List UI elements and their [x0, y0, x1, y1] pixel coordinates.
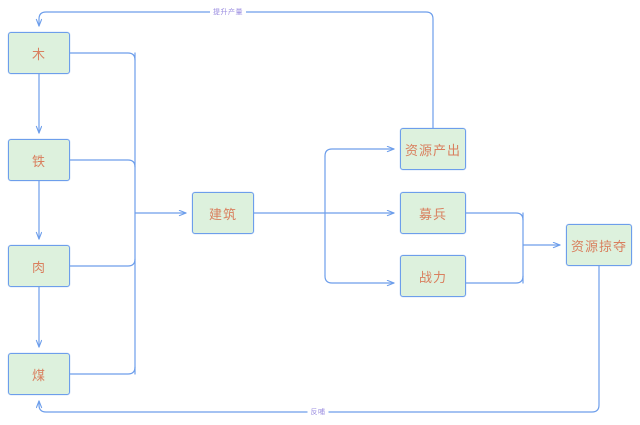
edge-coal-to-bus	[69, 366, 136, 375]
node-combat-power[interactable]: 战力	[400, 255, 466, 297]
edge-fan-to-power	[324, 275, 395, 287]
edge-power-to-merge	[465, 275, 524, 284]
edge-fan-to-output	[324, 145, 395, 157]
edge-meat-to-bus	[69, 258, 136, 267]
node-coal[interactable]: 煤	[8, 353, 70, 395]
node-resource-plunder[interactable]: 资源掠夺	[566, 224, 632, 266]
edge-iron-to-bus	[69, 159, 136, 168]
node-meat[interactable]: 肉	[8, 245, 70, 287]
edge-label-boost-output: 提升产量	[210, 7, 246, 17]
node-resource-output[interactable]: 资源产出	[400, 128, 466, 170]
edge-wood-to-bus	[69, 52, 136, 61]
edge-output-to-wood	[35, 11, 434, 129]
edge-label-feedback: 反哺	[307, 407, 329, 417]
node-building[interactable]: 建筑	[192, 192, 254, 234]
node-iron[interactable]: 铁	[8, 139, 70, 181]
edge-recruit-to-merge	[465, 212, 524, 221]
node-recruit[interactable]: 募兵	[400, 192, 466, 234]
node-wood[interactable]: 木	[8, 32, 70, 74]
edge-plunder-to-coal	[35, 265, 600, 413]
